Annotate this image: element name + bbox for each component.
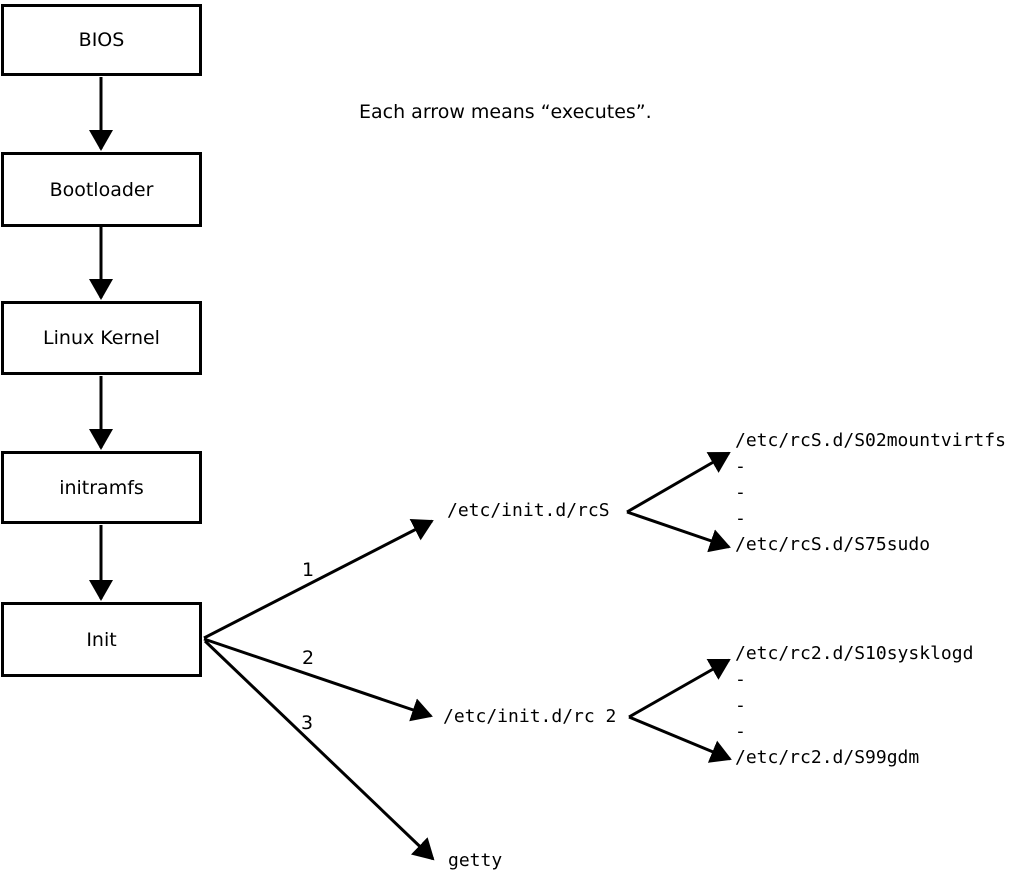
arrow-rc2-to-S99gdm [628,715,732,763]
label-rc2-child-dash-3: - [735,721,746,742]
label-rcS-child-dash-2: - [735,482,746,503]
diagram-caption: Each arrow means “executes”. [359,101,652,123]
box-bootloader-label: Bootloader [49,178,154,201]
box-bios: BIOS [1,4,202,76]
label-etc-init-d-rc2: /etc/init.d/rc 2 [443,706,617,727]
box-linux-kernel-label: Linux Kernel [43,327,160,349]
label-rc2-child-S99gdm: /etc/rc2.d/S99gdm [735,747,920,768]
label-rcS-child-S02mountvirtfs: /etc/rcS.d/S02mountvirtfs [735,430,1006,451]
label-rc2-child-dash-1: - [735,669,746,690]
arrow-label-2: 2 [302,647,315,669]
box-linux-kernel: Linux Kernel [1,301,202,375]
label-rc2-child-S10sysklogd: /etc/rc2.d/S10sysklogd [735,643,974,664]
box-initramfs-label: initramfs [59,476,144,499]
arrow-label-3: 3 [301,712,314,734]
box-bootloader: Bootloader [1,152,202,227]
arrow-init-to-rcS [203,518,434,640]
box-init: Init [1,602,202,677]
arrow-rcS-to-S02mountvirtfs [626,451,731,514]
arrow-init-to-rc2 [203,637,433,722]
label-rcS-child-dash-1: - [735,456,746,477]
arrow-rc2-to-S10sysklogd [628,658,731,719]
label-rcS-child-dash-3: - [735,508,746,529]
box-initramfs: initramfs [1,451,202,524]
box-bios-label: BIOS [78,29,125,51]
arrow-rcS-to-S75sudo [626,510,731,553]
box-init-label: Init [86,628,117,651]
label-getty: getty [448,850,503,871]
arrow-init-to-getty [203,639,435,861]
label-etc-init-d-rcS: /etc/init.d/rcS [447,500,610,521]
label-rc2-child-dash-2: - [735,695,746,716]
arrow-label-1: 1 [302,559,315,581]
label-rcS-child-S75sudo: /etc/rcS.d/S75sudo [735,534,931,555]
